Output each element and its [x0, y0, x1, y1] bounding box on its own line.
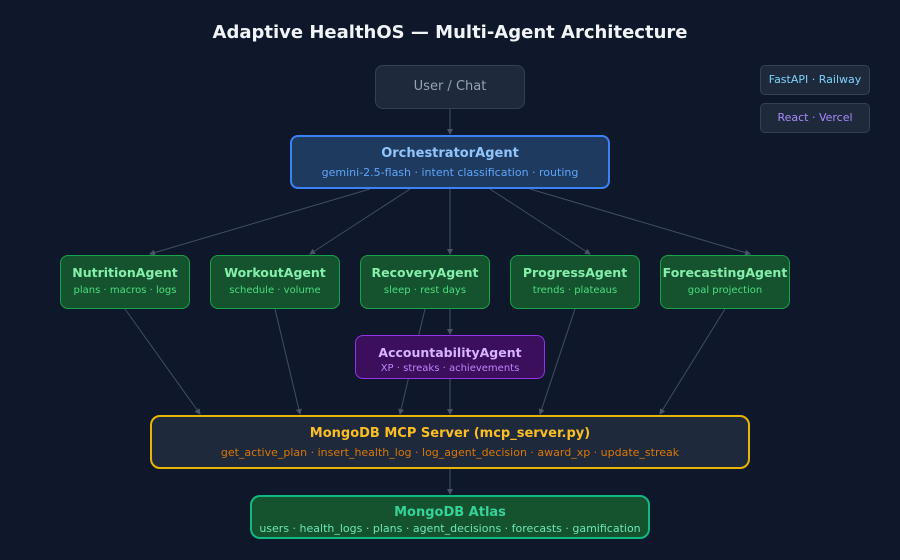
edge-orch-forecasting — [529, 188, 751, 256]
edge-nutrition-mcp — [124, 308, 201, 415]
mongodb-mcp-server-node[interactable]: MongoDB MCP Server (mcp_server.py) get_a… — [150, 415, 750, 469]
agent-detail: plans · macros · logs — [73, 285, 177, 296]
orchestrator-agent-node[interactable]: OrchestratorAgent gemini-2.5-flash · int… — [290, 135, 610, 189]
user-chat-label: User / Chat — [413, 79, 487, 94]
workout-agent-node[interactable]: WorkoutAgent schedule · volume — [210, 255, 340, 309]
edge-forecasting-mcp — [659, 308, 726, 415]
react-vercel-label: React · Vercel — [777, 111, 853, 124]
fastapi-railway-tag: FastAPI · Railway — [760, 65, 870, 95]
mcp-server-tools: get_active_plan · insert_health_log · lo… — [220, 446, 680, 459]
orchestrator-detail: gemini-2.5-flash · intent classification… — [321, 166, 579, 179]
agent-detail: trends · plateaus — [532, 285, 618, 296]
agent-detail: schedule · volume — [229, 285, 321, 296]
edge-orch-nutrition — [149, 188, 371, 256]
agent-name: ProgressAgent — [522, 265, 628, 280]
progress-agent-node[interactable]: ProgressAgent trends · plateaus — [510, 255, 640, 309]
orchestrator-name: OrchestratorAgent — [381, 146, 519, 161]
recovery-agent-node[interactable]: RecoveryAgent sleep · rest days — [360, 255, 490, 309]
forecasting-agent-node[interactable]: ForecastingAgent goal projection — [660, 255, 790, 309]
accountability-detail: XP · streaks · achievements — [380, 363, 520, 374]
accountability-name: AccountabilityAgent — [378, 345, 522, 360]
edge-progress-mcp — [538, 308, 576, 415]
fastapi-railway-label: FastAPI · Railway — [768, 73, 862, 86]
nutrition-agent-node[interactable]: NutritionAgent plans · macros · logs — [60, 255, 190, 309]
atlas-collections: users · health_logs · plans · agent_deci… — [259, 522, 641, 535]
agent-name: WorkoutAgent — [224, 265, 326, 280]
agent-name: RecoveryAgent — [371, 265, 479, 280]
react-vercel-tag: React · Vercel — [760, 103, 870, 133]
mcp-server-name: MongoDB MCP Server (mcp_server.py) — [309, 426, 591, 441]
edge-orch-workout — [309, 188, 411, 255]
accountability-agent-node[interactable]: AccountabilityAgent XP · streaks · achie… — [355, 335, 545, 379]
edge-orch-progress — [489, 188, 591, 255]
agent-detail: goal projection — [687, 285, 763, 296]
agent-name: ForecastingAgent — [662, 265, 788, 280]
edge-workout-mcp — [274, 308, 302, 415]
diagram-title: Adaptive HealthOS — Multi-Agent Architec… — [212, 22, 688, 43]
user-chat-node[interactable]: User / Chat — [375, 65, 525, 109]
agent-name: NutritionAgent — [72, 265, 178, 280]
mongodb-atlas-node[interactable]: MongoDB Atlas users · health_logs · plan… — [250, 495, 650, 539]
atlas-name: MongoDB Atlas — [394, 505, 506, 520]
agent-detail: sleep · rest days — [383, 285, 467, 296]
